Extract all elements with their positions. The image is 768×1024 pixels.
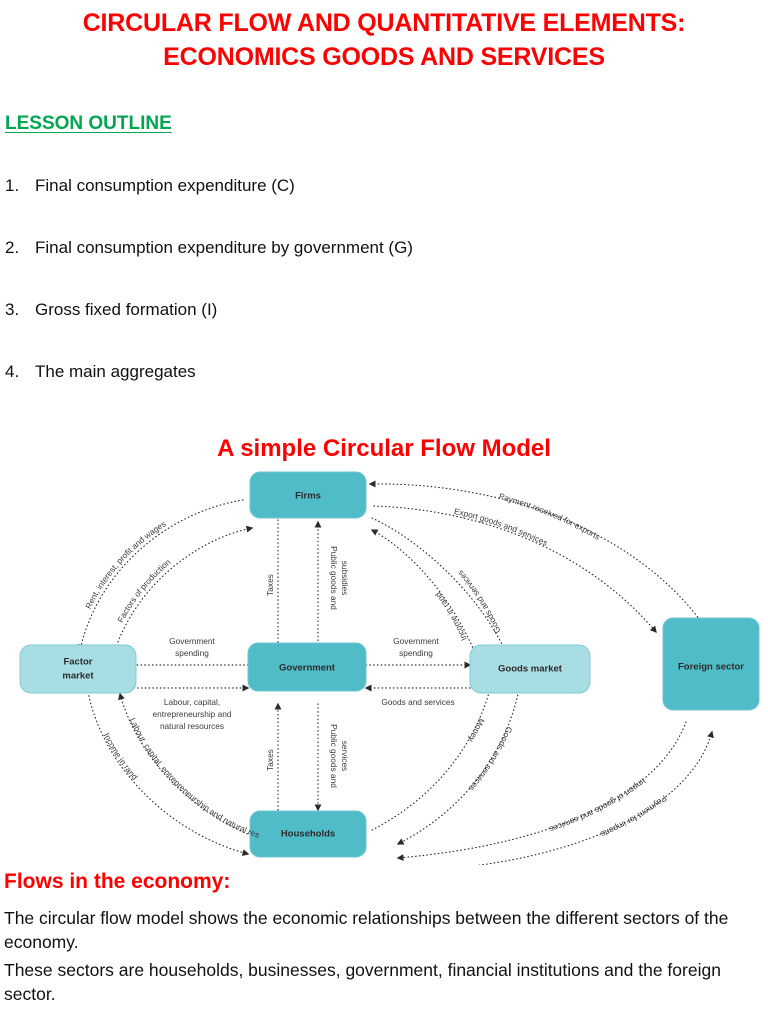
flow-label-public-goods-and-subsidies-line1: Public goods and	[329, 546, 339, 610]
flow-label-factors-of-production: Factors of production	[115, 556, 173, 624]
flow-label-income-in-rand-firms: Income in rand	[433, 590, 469, 642]
flow-label-public-goods-and-subsidies-line2: subsidies	[340, 561, 350, 596]
list-item-number: 2.	[5, 238, 20, 257]
flow-payment-for-imports-line	[475, 730, 714, 865]
list-item: 2. Final consumption expenditure by gove…	[5, 237, 705, 259]
list-item-number: 1.	[5, 176, 20, 195]
page-title-line2: ECONOMICS GOODS AND SERVICES	[163, 43, 605, 71]
list-item-number: 3.	[5, 300, 20, 319]
flow-label-payment-received-for-exports: Payment received for exports	[498, 491, 602, 542]
lesson-outline-heading: LESSON OUTLINE	[5, 113, 172, 134]
page-title: CIRCULAR FLOW AND QUANTITATIVE ELEMENTS:…	[0, 6, 768, 74]
list-item-label: The main aggregates	[35, 362, 196, 381]
flow-label-labour-capital-left-line1: Labour, capital,	[164, 697, 220, 707]
flow-income-in-rand-households-line	[87, 691, 250, 856]
flows-paragraph-1: The circular flow model shows the econom…	[4, 908, 729, 952]
list-item: 3. Gross fixed formation (I)	[5, 299, 705, 321]
node-factor-market[interactable]: Factor market	[19, 644, 137, 694]
node-households[interactable]: Households	[249, 810, 367, 858]
flow-label-labour-capital-left-line3: natural resources	[160, 721, 224, 731]
flows-paragraph-2: These sectors are households, businesses…	[4, 960, 721, 1004]
flow-export-goods-and-services-line	[373, 505, 657, 634]
node-government[interactable]: Government	[247, 642, 367, 692]
node-foreign-sector-label: Foreign sector	[678, 662, 744, 673]
flow-label-income-in-rand-households: Income in rand	[102, 731, 141, 782]
node-foreign-sector[interactable]: Foreign sector	[662, 617, 760, 711]
flow-factors-of-production-line	[111, 525, 254, 661]
flow-label-public-goods-and-services-line1: Public goods and	[329, 724, 339, 788]
flow-label-taxes-firms: Taxes	[265, 574, 275, 596]
node-firms[interactable]: Firms	[249, 471, 367, 519]
page-title-line1: CIRCULAR FLOW AND QUANTITATIVE ELEMENTS:	[82, 9, 686, 37]
list-item-number: 4.	[5, 362, 20, 381]
flow-label-government-spending-right-line1: Government	[393, 636, 439, 646]
flow-label-import-of-goods-and-services: Import of goods and services	[548, 776, 648, 834]
flow-payment-received-for-exports-line	[368, 480, 701, 621]
flow-money-line	[371, 680, 495, 831]
list-item: 1. Final consumption expenditure (C)	[5, 175, 705, 197]
node-factor-market-label-line2: market	[62, 671, 94, 682]
list-item-label: Final consumption expenditure (C)	[35, 176, 295, 195]
flow-label-government-spending-left-line1: Government	[169, 636, 215, 646]
flow-label-money: Money	[466, 717, 487, 745]
flow-label-public-goods-and-services-line2: services	[340, 741, 350, 771]
node-households-label: Households	[281, 829, 335, 840]
list-item-label: Final consumption expenditure by governm…	[35, 238, 413, 257]
flow-label-goods-and-services-government: Goods and services	[381, 697, 454, 707]
flow-goods-and-services-households-line	[396, 683, 521, 845]
flows-section-heading: Flows in the economy:	[4, 870, 231, 893]
diagram-title: A simple Circular Flow Model	[217, 435, 551, 462]
list-item: 4. The main aggregates	[5, 361, 705, 383]
circular-flow-diagram: Firms Factor market Government Goods mar…	[0, 460, 768, 865]
flow-label-taxes-households: Taxes	[265, 749, 275, 771]
lesson-outline-list: 1. Final consumption expenditure (C) 2. …	[5, 175, 705, 423]
flow-label-government-spending-right-line2: spending	[399, 648, 433, 658]
node-goods-market[interactable]: Goods market	[469, 644, 591, 694]
node-government-label: Government	[279, 663, 336, 674]
flow-label-labour-capital-left-line2: entrepreneurship and	[153, 709, 232, 719]
flow-labour-capital-arc-line	[118, 692, 259, 839]
node-factor-market-label-line1: Factor	[63, 657, 92, 668]
flow-import-of-goods-and-services-line	[396, 721, 687, 861]
node-firms-label: Firms	[295, 491, 321, 502]
list-item-label: Gross fixed formation (I)	[35, 300, 218, 319]
flow-label-government-spending-left-line2: spending	[175, 648, 209, 658]
node-goods-market-label: Goods market	[498, 664, 563, 675]
